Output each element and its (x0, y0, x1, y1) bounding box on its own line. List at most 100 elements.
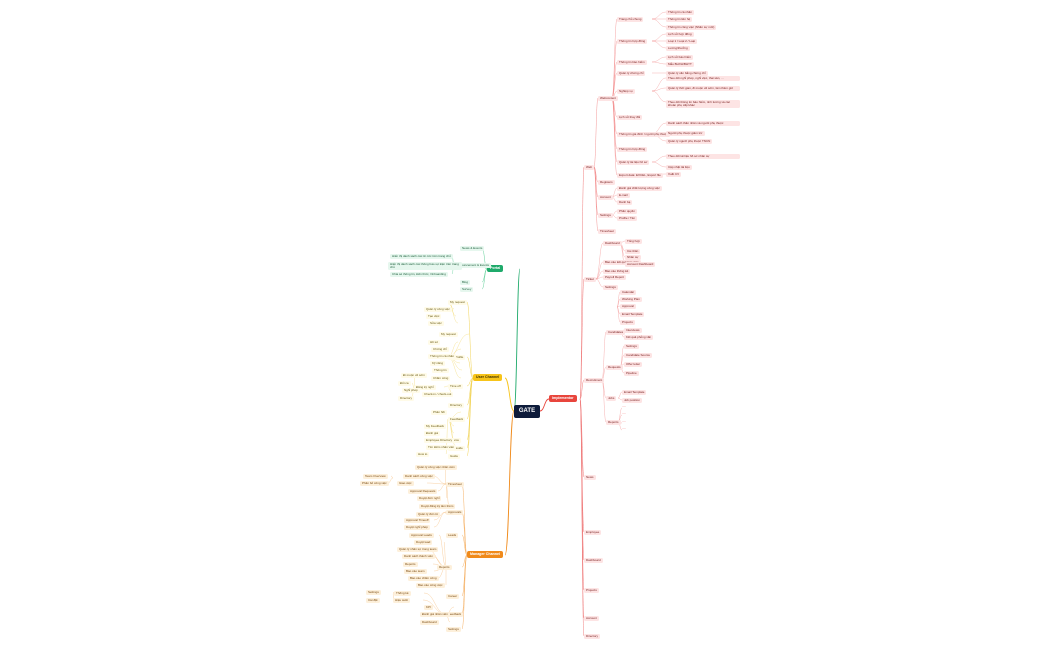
user-node-16[interactable]: Thông tin (432, 367, 449, 373)
implement-node-66[interactable] (622, 421, 626, 422)
portal-node-1[interactable]: Announcement & Events (454, 262, 492, 268)
branch-user[interactable]: User Channel (473, 374, 503, 381)
user-node-24[interactable]: Directory (398, 395, 415, 401)
user-node-32[interactable]: How to (416, 451, 430, 457)
implement-group-8[interactable]: Directory (584, 633, 601, 639)
implement-node-17[interactable]: Lịch sử thay đổi (617, 114, 643, 120)
web-subgroup-4[interactable]: Timesheet (598, 228, 616, 234)
implement-node-56[interactable]: Reports (606, 419, 621, 425)
user-node-26[interactable]: Phản hồi (431, 409, 447, 415)
implement-node-22[interactable]: Thông tin hợp đồng (617, 146, 648, 152)
user-node-6[interactable]: My request (439, 331, 458, 337)
implement-node-49[interactable]: Approval (620, 303, 636, 309)
implement-group-0[interactable]: Web (584, 164, 595, 170)
manager-group-4[interactable]: Career (446, 593, 460, 599)
implement-node-57[interactable]: Kết quả phỏng vấn (624, 334, 654, 340)
web-subgroup-3[interactable]: Settings (598, 212, 613, 218)
implement-node-5[interactable]: Lịch sử hợp đồng (666, 31, 694, 37)
user-group-3[interactable]: Directory (448, 402, 465, 408)
user-node-21[interactable]: Đi muộn về sớm (401, 372, 427, 378)
implement-node-39[interactable]: Tổng hợp (625, 238, 642, 244)
user-group-0[interactable]: My request (448, 299, 467, 305)
implement-node-8[interactable]: Thông tin bảo hiểm (617, 59, 647, 65)
user-node-11[interactable]: Chứng chỉ (431, 346, 449, 352)
implement-node-45[interactable]: Payroll Report (603, 274, 627, 280)
implement-node-20[interactable]: Người phụ thuộc giảm trừ (666, 130, 705, 136)
user-node-19[interactable]: Đăng ký nghỉ (414, 384, 436, 390)
implement-node-53[interactable]: Requests (606, 364, 623, 370)
portal-node-3[interactable]: Survey (460, 286, 474, 292)
user-node-1[interactable]: Tạo việc (426, 313, 442, 319)
portal-leaf-0[interactable]: Hiển thị danh sách các tin tức trên tran… (390, 253, 453, 259)
implement-node-2[interactable]: Thông tin liên hệ (666, 16, 693, 22)
implement-group-6[interactable]: Projects (584, 587, 599, 593)
user-node-30[interactable]: Tìm kiếm nhân viên (426, 444, 457, 450)
implement-node-40[interactable]: Cá nhân (625, 248, 641, 254)
user-node-2[interactable]: Sửa việc (428, 320, 444, 326)
implement-node-61[interactable]: Pipeline (624, 370, 639, 376)
user-node-22[interactable]: Đổi ca (398, 380, 411, 386)
manager-group-5[interactable]: Feedback (446, 611, 464, 617)
manager-group-6[interactable]: Settings (446, 626, 461, 632)
manager-node-12[interactable]: Quản lý nhân sự trong team (397, 546, 439, 552)
portal-node-0[interactable]: News & Events (460, 245, 485, 251)
manager-node-18[interactable]: Thống kê (394, 590, 411, 596)
implement-node-15[interactable]: Quản lý thời gian, đi muộn về sớm, làm t… (666, 86, 740, 91)
manager-node-13[interactable]: Danh sách thành viên (402, 553, 436, 559)
implement-node-6[interactable]: Loại 1 / Loại 2 / Loại (666, 38, 698, 44)
implement-node-58[interactable]: Settings (624, 343, 639, 349)
implement-node-60[interactable]: Offer letter (624, 361, 643, 367)
portal-node-2[interactable]: Blog (460, 279, 471, 285)
manager-node-23[interactable]: Team Overview (363, 473, 388, 479)
web-subgroup-0[interactable]: Webcontent (598, 95, 618, 101)
implement-node-64[interactable] (622, 406, 626, 407)
implement-node-35[interactable]: Profile / Tên (617, 215, 638, 221)
implement-node-34[interactable]: Phân quyền (617, 208, 638, 214)
user-node-28[interactable]: Đánh giá (424, 430, 441, 436)
root-node[interactable]: GATE (514, 405, 540, 418)
implement-node-67[interactable] (622, 428, 626, 429)
manager-node-19[interactable]: Hiệu suất (393, 597, 410, 603)
implement-node-16[interactable]: Theo dõi thông tin bảo hiểm, tính lương … (666, 100, 740, 109)
manager-group-2[interactable]: Leads (446, 532, 459, 538)
implement-node-32[interactable]: Danh bạ (617, 199, 633, 205)
implement-group-7[interactable]: Account (584, 615, 599, 621)
implement-node-25[interactable]: Cập nhật tài liệu (666, 164, 692, 170)
implement-node-14[interactable]: Theo dõi nghỉ phép, nghỉ việc, thai sản,… (666, 76, 740, 81)
implement-node-31[interactable]: E-mail (617, 192, 630, 198)
manager-node-3[interactable]: Approval Requests (408, 488, 438, 494)
branch-portal[interactable]: Portal (487, 265, 504, 272)
user-group-5[interactable]: Teams (448, 437, 461, 443)
implement-node-4[interactable]: Thông tin hợp đồng (617, 38, 648, 44)
implement-node-0[interactable]: Trang chủ chung (617, 16, 644, 22)
implement-node-65[interactable] (622, 413, 626, 414)
manager-node-4[interactable]: Duyệt đơn nghỉ (417, 495, 442, 501)
manager-node-20[interactable]: KPI (424, 604, 433, 610)
user-node-0[interactable]: Quản lý công việc (424, 306, 452, 312)
manager-group-3[interactable]: Reports (437, 564, 452, 570)
manager-node-17[interactable]: Báo cáo công việc (416, 582, 445, 588)
implement-node-27[interactable]: Xuất CV (666, 171, 682, 177)
implement-group-4[interactable]: Employee (584, 529, 602, 535)
manager-node-25[interactable]: Settings (366, 589, 381, 595)
implement-node-62[interactable]: Email Template (622, 389, 647, 395)
user-node-20[interactable]: Check-in / check-out (422, 391, 454, 397)
user-node-23[interactable]: Nghỉ phép (402, 387, 420, 393)
implement-node-51[interactable]: Projects (620, 319, 635, 325)
user-node-27[interactable]: My Feedback (424, 423, 447, 429)
manager-node-9[interactable]: Approval Leads (409, 532, 434, 538)
manager-group-1[interactable]: Approvals (446, 509, 464, 515)
manager-node-0[interactable]: Quản lý công việc nhân viên (415, 464, 457, 470)
implement-node-47[interactable]: Calendar (620, 289, 637, 295)
user-group-7[interactable]: Guide (448, 453, 461, 459)
user-node-13[interactable]: Thông tin cá nhân (428, 353, 457, 359)
manager-node-8[interactable]: Duyệt nghỉ phép (404, 524, 430, 530)
user-group-4[interactable]: Feedback (448, 416, 466, 422)
implement-group-2[interactable]: Recruitment (584, 377, 605, 383)
portal-leaf-1[interactable]: Hiển thị danh sách các thông báo sự kiện… (388, 262, 462, 271)
implement-node-38[interactable]: Dashboard (603, 240, 622, 246)
manager-node-1[interactable]: Danh sách công việc (403, 473, 435, 479)
user-group-2[interactable]: Time off (448, 383, 463, 389)
manager-node-15[interactable]: Báo cáo team (404, 568, 427, 574)
implement-group-5[interactable]: Dashboard (584, 557, 603, 563)
